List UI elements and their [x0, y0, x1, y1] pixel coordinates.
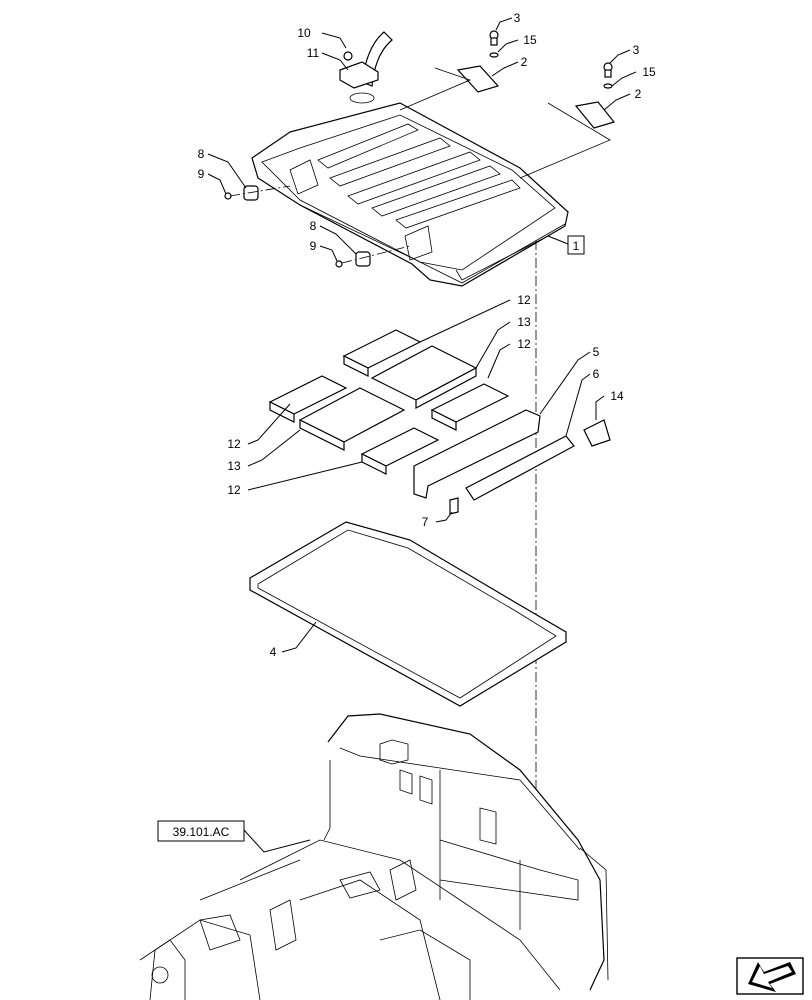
- callout-1: 1: [573, 239, 580, 253]
- callout-13-a: 13: [517, 315, 531, 329]
- reference-label: 39.101.AC: [173, 825, 230, 839]
- mounting-plate-right: [574, 62, 616, 129]
- callout-8-left: 8: [198, 147, 205, 161]
- machine-frame: [139, 713, 609, 1000]
- callout-12-d: 12: [227, 483, 241, 497]
- callout-4: 4: [270, 645, 277, 659]
- clip-left: [224, 185, 291, 201]
- callout-9-left: 9: [198, 167, 205, 181]
- callout-13-b: 13: [227, 459, 241, 473]
- top-cover-panel: [251, 92, 569, 287]
- insulation-pads: [268, 329, 510, 475]
- callout-1-box: [567, 235, 585, 255]
- leader-lines: [207, 17, 637, 853]
- callout-5: 5: [593, 345, 600, 359]
- callout-12-a: 12: [517, 293, 531, 307]
- callout-6: 6: [593, 367, 600, 381]
- edge-strips: [413, 409, 611, 515]
- callout-9-right: 9: [310, 239, 317, 253]
- callout-12-c: 12: [227, 437, 241, 451]
- mounting-plate-left: [456, 30, 500, 93]
- callout-3-left: 3: [514, 11, 521, 25]
- callout-11: 11: [307, 46, 320, 60]
- fill-pipe: [339, 31, 393, 89]
- callout-14: 14: [610, 389, 624, 403]
- callout-15-right: 15: [642, 65, 656, 79]
- callout-2-left: 2: [521, 55, 528, 69]
- callout-7: 7: [422, 515, 429, 529]
- clip-right: [335, 245, 411, 268]
- callout-8-right: 8: [310, 219, 317, 233]
- seal-gasket: [249, 521, 567, 707]
- callout-15-left: 15: [523, 33, 537, 47]
- callout-10: 10: [297, 26, 311, 40]
- arrow-down-left-icon[interactable]: [736, 957, 804, 995]
- callout-labels: 10 11 3 15 2 3 15 2 8 9 8 9 1 12 13 12 5…: [198, 11, 656, 659]
- callout-12-b: 12: [517, 337, 531, 351]
- callout-3-right: 3: [633, 43, 640, 57]
- callout-2-right: 2: [635, 87, 642, 101]
- reference-link[interactable]: 39.101.AC: [157, 820, 245, 842]
